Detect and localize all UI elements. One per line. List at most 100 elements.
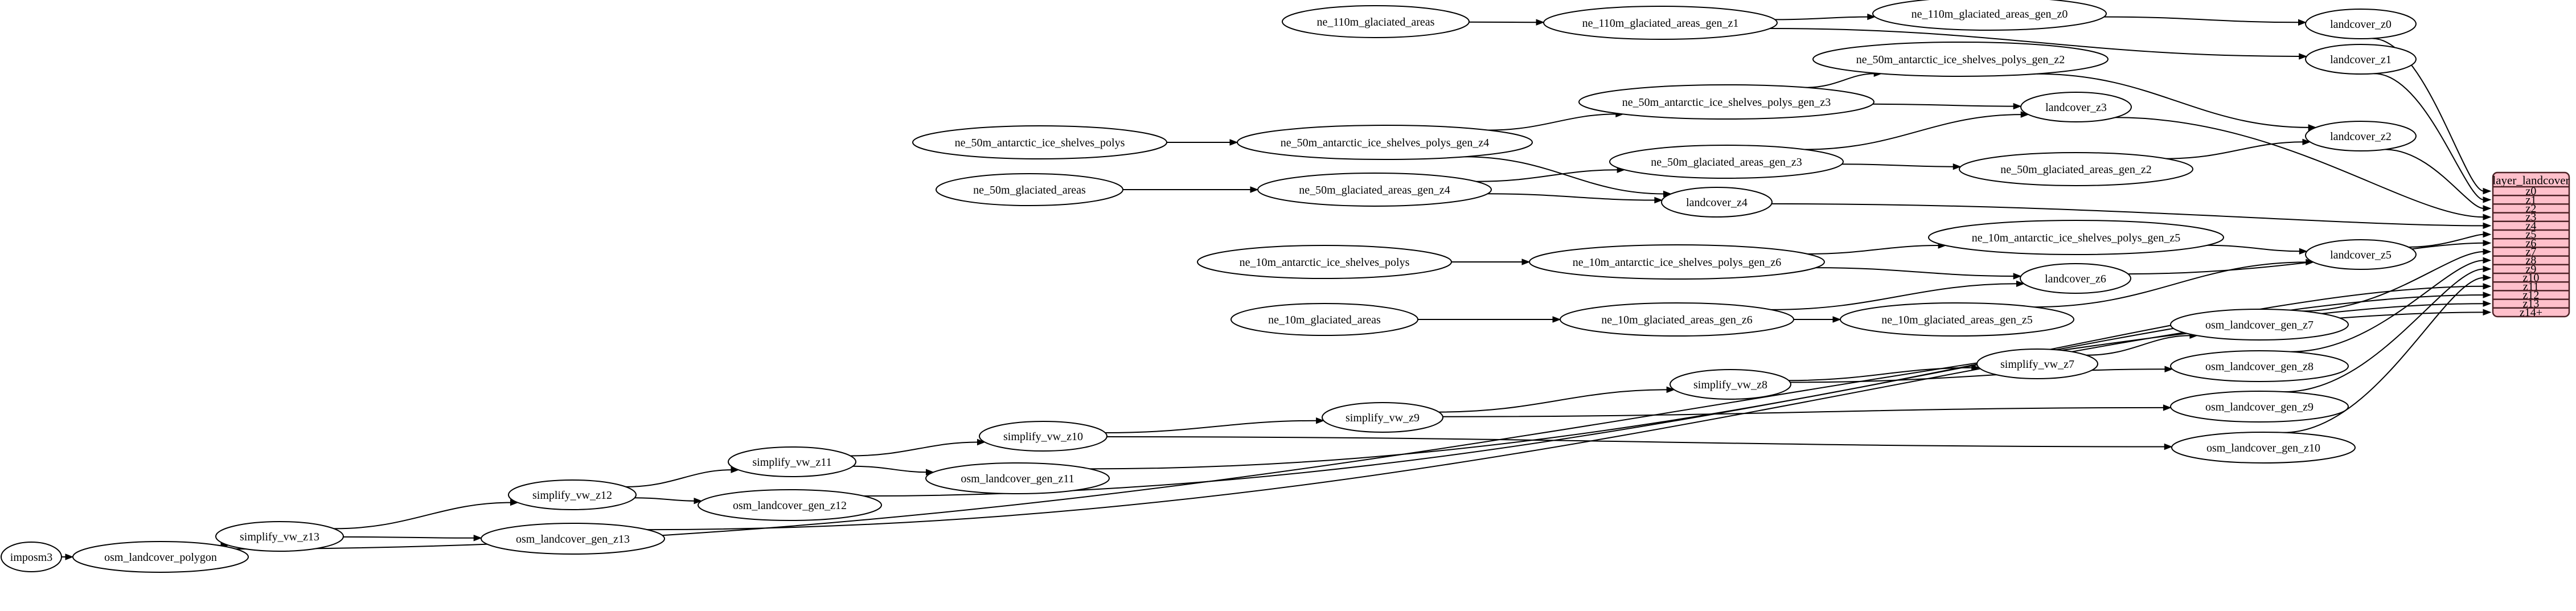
graph-node-simplify_vw_z13[interactable]: simplify_vw_z13 [215, 521, 344, 552]
graph-node-simplify_vw_z9[interactable]: simplify_vw_z9 [1322, 402, 1443, 433]
graph-node-ne_10m_glaciated_areas_gen_z6[interactable]: ne_10m_glaciated_areas_gen_z6 [1560, 302, 1794, 337]
graph-node-landcover_z5[interactable]: landcover_z5 [2305, 239, 2417, 270]
record-row-z11[interactable]: z11 [2523, 280, 2539, 293]
graph-edge-ne_50m_antarctic_ice_shelves_polys_gen_z4-to-ne_50m_antarctic_ice_shelves_polys_gen_z3 [1488, 110, 1625, 131]
graph-node-simplify_vw_z11[interactable]: simplify_vw_z11 [728, 446, 856, 477]
graph-node-ne_50m_antarctic_ice_shelves_polys_gen_z3[interactable]: ne_50m_antarctic_ice_shelves_polys_gen_z… [1578, 84, 1874, 120]
node-ellipse [925, 462, 1110, 494]
graph-node-simplify_vw_z12[interactable]: simplify_vw_z12 [508, 479, 637, 510]
edge-arrowhead [2483, 257, 2492, 264]
record-row-z2[interactable]: z2 [2526, 203, 2537, 215]
record-row-z9[interactable]: z9 [2526, 263, 2537, 276]
record-row-z10[interactable]: z10 [2523, 272, 2540, 284]
record-row-z12[interactable]: z12 [2523, 289, 2540, 302]
graph-edge-landcover_z0-to-layer_landcover:z0 [2372, 38, 2492, 195]
graph-node-ne_10m_glaciated_areas[interactable]: ne_10m_glaciated_areas [1230, 303, 1418, 336]
graph-node-ne_50m_antarctic_ice_shelves_polys[interactable]: ne_50m_antarctic_ice_shelves_polys [912, 125, 1167, 159]
graph-edge-simplify_vw_z13-to-osm_landcover_gen_z13 [343, 535, 482, 542]
graph-edge-landcover_z1-to-layer_landcover:z1 [2374, 73, 2492, 203]
record-row-z1[interactable]: z1 [2526, 194, 2537, 206]
edge-arrowhead [694, 497, 703, 505]
edge-arrowhead [1832, 316, 1841, 323]
graph-node-landcover_z1[interactable]: landcover_z1 [2305, 44, 2417, 75]
graph-node-landcover_z2[interactable]: landcover_z2 [2305, 121, 2417, 151]
graph-node-ne_110m_glaciated_areas_gen_z0[interactable]: ne_110m_glaciated_areas_gen_z0 [1872, 0, 2107, 31]
record-row-z5[interactable]: z5 [2526, 228, 2537, 241]
graph-node-ne_50m_antarctic_ice_shelves_polys_gen_z4[interactable]: ne_50m_antarctic_ice_shelves_polys_gen_z… [1237, 125, 1533, 160]
graph-edge-landcover_z5-to-layer_landcover:z5 [2408, 231, 2492, 248]
graph-node-ne_110m_glaciated_areas[interactable]: ne_110m_glaciated_areas [1282, 5, 1470, 38]
edge-line [1487, 193, 1655, 201]
graph-edge-simplify_vw_z9-to-simplify_vw_z8 [1438, 386, 1675, 413]
edge-line [1442, 407, 2164, 417]
edge-line [1775, 16, 1868, 20]
node-ellipse [1670, 369, 1791, 400]
graph-node-osm_landcover_gen_z13[interactable]: osm_landcover_gen_z13 [481, 523, 665, 555]
edge-arrowhead [2483, 214, 2492, 220]
graph-node-landcover_z3[interactable]: landcover_z3 [2020, 92, 2132, 122]
record-row-z7[interactable]: z7 [2526, 246, 2537, 259]
graph-node-ne_110m_glaciated_areas_gen_z1[interactable]: ne_110m_glaciated_areas_gen_z1 [1543, 6, 1778, 40]
record-row-z3[interactable]: z3 [2526, 211, 2537, 224]
node-ellipse [1840, 302, 2074, 337]
graph-edge-landcover_z3-to-layer_landcover:z3 [2115, 117, 2492, 220]
graph-edge-osm_landcover_gen_z11-to-layer_landcover:z11 [1090, 283, 2492, 470]
graph-node-osm_landcover_gen_z9[interactable]: osm_landcover_gen_z9 [2170, 391, 2349, 423]
graph-node-osm_landcover_gen_z10[interactable]: osm_landcover_gen_z10 [2171, 432, 2356, 464]
graph-node-simplify_vw_z10[interactable]: simplify_vw_z10 [979, 421, 1107, 452]
record-row-z14plus[interactable]: z14+ [2520, 306, 2542, 319]
graph-node-ne_10m_glaciated_areas_gen_z5[interactable]: ne_10m_glaciated_areas_gen_z5 [1840, 302, 2074, 337]
node-ellipse [1529, 244, 1825, 280]
record-row-z0[interactable]: z0 [2526, 185, 2537, 198]
edge-line [2374, 73, 2484, 200]
graph-node-landcover_z4[interactable]: landcover_z4 [1661, 187, 1773, 218]
edge-line [1106, 436, 2165, 448]
graph-node-ne_50m_glaciated_areas_gen_z4[interactable]: ne_50m_glaciated_areas_gen_z4 [1257, 173, 1492, 207]
edge-arrowhead [1654, 196, 1663, 204]
graph-edge-ne_10m_glaciated_areas_gen_z6-to-landcover_z6 [1771, 280, 2025, 310]
graph-node-ne_50m_antarctic_ice_shelves_polys_gen_z2[interactable]: ne_50m_antarctic_ice_shelves_polys_gen_z… [1812, 42, 2109, 77]
edge-arrowhead [2483, 196, 2492, 203]
record-row-z13[interactable]: z13 [2523, 298, 2540, 310]
edge-line [1469, 21, 1537, 23]
record-table-header: layer_landcover [2492, 174, 2569, 187]
edge-line [1804, 114, 2022, 150]
graph-edge-ne_10m_antarctic_ice_shelves_polys_gen_z6-to-landcover_z6 [1815, 267, 2022, 280]
graph-node-osm_landcover_polygon[interactable]: osm_landcover_polygon [72, 541, 249, 573]
node-ellipse [1282, 5, 1470, 38]
edge-line [2408, 233, 2484, 248]
node-ellipse [2305, 44, 2417, 75]
graph-node-osm_landcover_gen_z8[interactable]: osm_landcover_gen_z8 [2170, 350, 2349, 382]
graph-node-simplify_vw_z8[interactable]: simplify_vw_z8 [1670, 369, 1791, 400]
graph-node-ne_10m_antarctic_ice_shelves_polys[interactable]: ne_10m_antarctic_ice_shelves_polys [1197, 245, 1452, 279]
graph-node-landcover_z6[interactable]: landcover_z6 [2020, 263, 2131, 294]
graph-node-simplify_vw_z7[interactable]: simplify_vw_z7 [1976, 348, 2098, 379]
record-row-z4[interactable]: z4 [2526, 220, 2537, 232]
node-ellipse [2170, 309, 2349, 341]
graph-node-osm_landcover_gen_z12[interactable]: osm_landcover_gen_z12 [698, 489, 882, 521]
edge-line [1105, 420, 1317, 433]
graph-node-ne_10m_antarctic_ice_shelves_polys_gen_z5[interactable]: ne_10m_antarctic_ice_shelves_polys_gen_z… [1928, 220, 2224, 255]
record-row-z8[interactable]: z8 [2526, 255, 2537, 267]
graph-node-osm_landcover_gen_z11[interactable]: osm_landcover_gen_z11 [925, 462, 1110, 494]
graph-edge-simplify_vw_z8-to-osm_landcover_gen_z8 [1790, 366, 2173, 383]
graph-node-imposm3[interactable]: imposm3 [1, 542, 62, 572]
node-ellipse [1322, 402, 1443, 433]
graph-node-ne_50m_glaciated_areas_gen_z2[interactable]: ne_50m_glaciated_areas_gen_z2 [1959, 152, 2193, 186]
graph-edge-simplify_vw_z11-to-osm_landcover_gen_z11 [852, 465, 934, 475]
graph-node-osm_landcover_gen_z7[interactable]: osm_landcover_gen_z7 [2170, 309, 2349, 341]
edge-line [1841, 163, 1954, 167]
graph-node-ne_50m_glaciated_areas[interactable]: ne_50m_glaciated_areas [936, 173, 1123, 206]
edge-line [1476, 169, 1618, 182]
graph-node-landcover_z0[interactable]: landcover_z0 [2305, 9, 2417, 39]
node-ellipse [1812, 42, 2109, 77]
edge-arrowhead [2302, 138, 2311, 146]
node-ellipse [2305, 121, 2417, 151]
edge-arrowhead [1952, 163, 1962, 170]
record-table-frame [2492, 171, 2570, 318]
graph-node-ne_10m_antarctic_ice_shelves_polys_gen_z6[interactable]: ne_10m_antarctic_ice_shelves_polys_gen_z… [1529, 244, 1825, 280]
graph-node-ne_50m_glaciated_areas_gen_z3[interactable]: ne_50m_glaciated_areas_gen_z3 [1609, 145, 1844, 179]
node-layer: ne_110m_glaciated_areas ne_110m_glaciated… [1, 0, 2417, 573]
record-row-z6[interactable]: z6 [2526, 237, 2537, 249]
